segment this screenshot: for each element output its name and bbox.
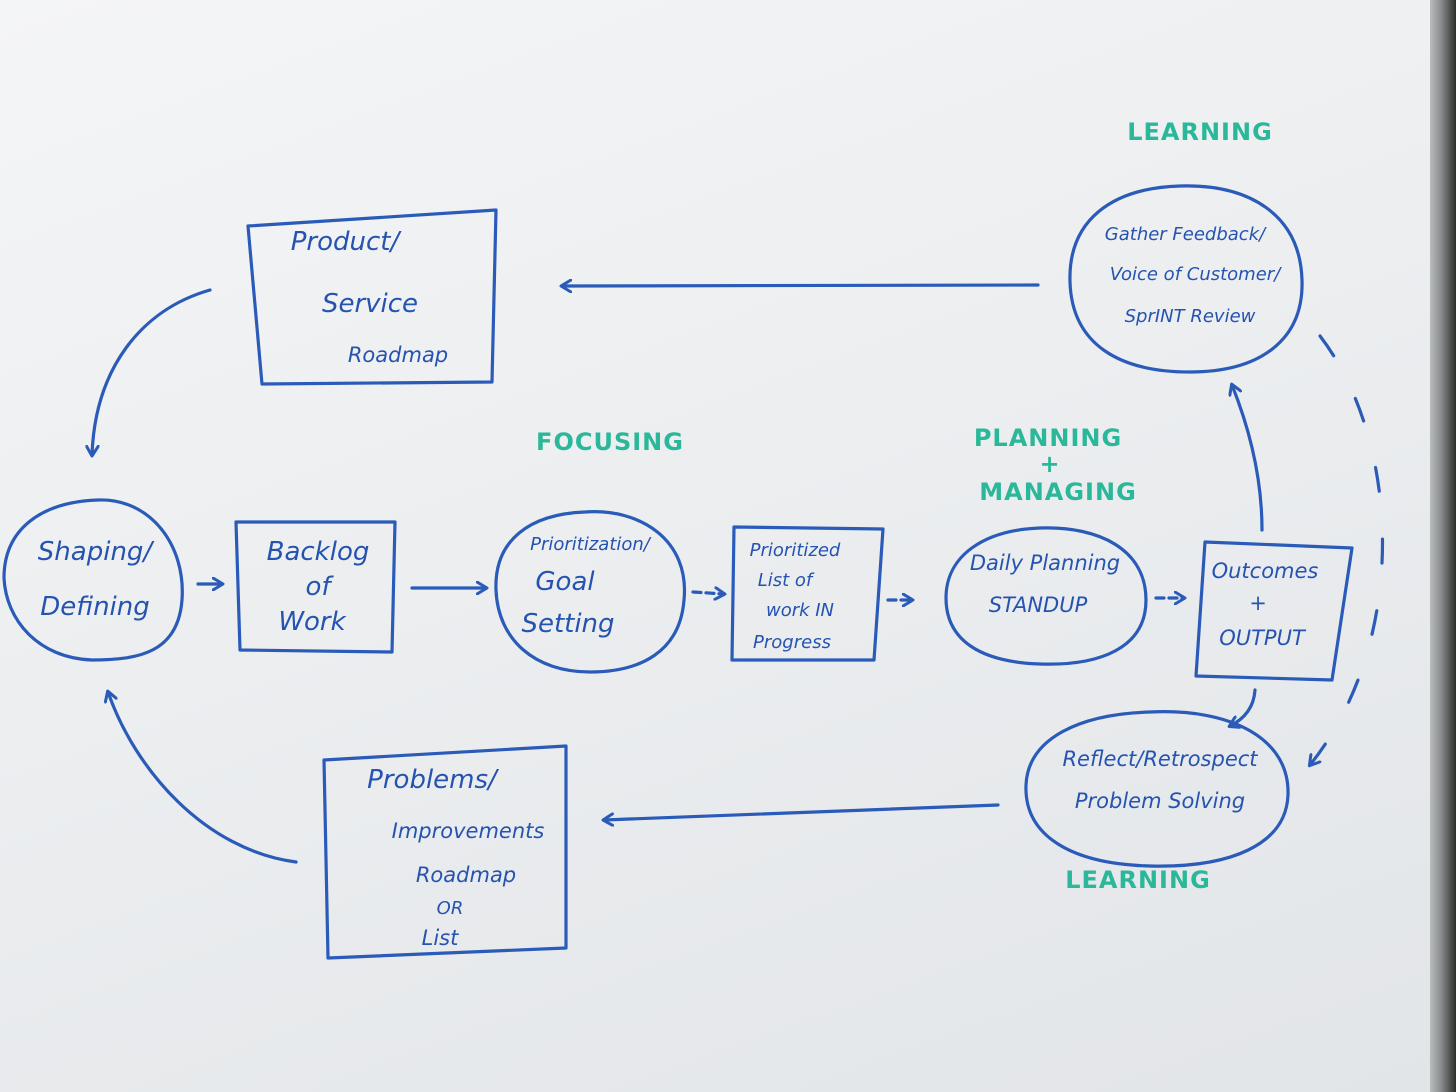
arrow-outcomes-to-reflect	[1230, 688, 1257, 726]
arrow-outcomes-to-feedback	[1232, 385, 1264, 532]
node-product-roadmap: Product/ Service Roadmap	[246, 208, 498, 386]
section-label-learning-bottom: LEARNING	[1065, 866, 1211, 894]
node-feedback-line2: Voice of Customer/	[1110, 264, 1282, 285]
node-prioritization-ellipse	[494, 510, 687, 674]
node-wip-line2: List of	[758, 570, 815, 591]
node-product-roadmap-line3: Roadmap	[348, 343, 448, 367]
arrow-problems-to-shaping	[108, 692, 298, 864]
node-backlog-line3: Work	[278, 607, 346, 637]
node-problems-line5: List	[422, 926, 459, 950]
arrow-feedback-to-roadmap	[562, 285, 1040, 286]
node-feedback-line3: SprINT Review	[1125, 306, 1256, 327]
node-problems-line2: Improvements	[392, 819, 545, 843]
node-outcomes-line2: +	[1249, 591, 1267, 615]
node-shaping-ellipse	[2, 498, 184, 662]
node-outcomes-box	[1194, 540, 1354, 682]
section-label-plus: +	[1039, 450, 1060, 478]
node-shaping: Shaping/ Defining	[2, 498, 184, 662]
node-outcomes-line3: OUTPUT	[1219, 626, 1307, 650]
node-problems-line3: Roadmap	[416, 863, 516, 887]
node-wip-line4: Progress	[753, 632, 831, 653]
section-label-focusing: FOCUSING	[536, 428, 684, 456]
whiteboard-frame	[1430, 0, 1456, 1092]
node-daily-planning: Daily Planning STANDUP	[944, 526, 1148, 666]
node-daily-planning-line2: STANDUP	[989, 593, 1088, 617]
node-prioritization-line3: Setting	[521, 609, 614, 639]
node-wip: Prioritized List of work IN Progress	[730, 525, 885, 662]
node-prioritization-line2: Goal	[535, 567, 595, 597]
node-problems-line4: OR	[437, 898, 464, 919]
node-product-roadmap-line2: Service	[322, 289, 418, 319]
node-outcomes: Outcomes + OUTPUT	[1194, 540, 1354, 682]
arrow-feedback-to-reflect-dashed	[1310, 334, 1384, 765]
node-outcomes-line1: Outcomes	[1212, 559, 1319, 583]
section-label-planning: PLANNING	[974, 424, 1122, 452]
node-feedback-ellipse	[1068, 184, 1304, 374]
node-prioritization-line1: Prioritization/	[530, 534, 652, 555]
node-backlog-box	[234, 520, 397, 654]
section-label-learning-top: LEARNING	[1127, 118, 1273, 146]
node-reflect-line1: Reflect/Retrospect	[1062, 747, 1258, 771]
node-shaping-line2: Defining	[40, 592, 150, 622]
node-daily-planning-line1: Daily Planning	[970, 551, 1120, 575]
node-daily-planning-ellipse	[944, 526, 1148, 666]
node-backlog: Backlog of Work	[234, 520, 397, 654]
node-backlog-line2: of	[305, 572, 334, 602]
node-feedback-line1: Gather Feedback/	[1105, 224, 1267, 245]
node-wip-line3: work IN	[766, 600, 834, 621]
node-prioritization: Prioritization/ Goal Setting	[494, 510, 687, 674]
node-product-roadmap-box	[246, 208, 498, 386]
node-reflect: Reflect/Retrospect Problem Solving	[1024, 710, 1290, 868]
node-problems-box	[322, 744, 568, 960]
arrow-roadmap-to-shaping	[92, 288, 212, 455]
node-product-roadmap-line1: Product/	[291, 227, 403, 257]
node-shaping-line1: Shaping/	[38, 537, 156, 567]
section-label-managing: MANAGING	[979, 478, 1137, 506]
node-problems: Problems/ Improvements Roadmap OR List	[322, 744, 568, 960]
node-reflect-line2: Problem Solving	[1075, 789, 1245, 813]
node-reflect-ellipse	[1024, 710, 1290, 868]
node-wip-box	[730, 525, 885, 662]
node-wip-line1: Prioritized	[750, 540, 841, 561]
node-backlog-line1: Backlog	[267, 537, 370, 567]
node-problems-line1: Problems/	[367, 765, 500, 795]
arrow-prioritization-to-wip	[691, 592, 724, 594]
node-feedback: Gather Feedback/ Voice of Customer/ SprI…	[1068, 184, 1304, 374]
arrow-reflect-to-problems	[604, 803, 1000, 820]
